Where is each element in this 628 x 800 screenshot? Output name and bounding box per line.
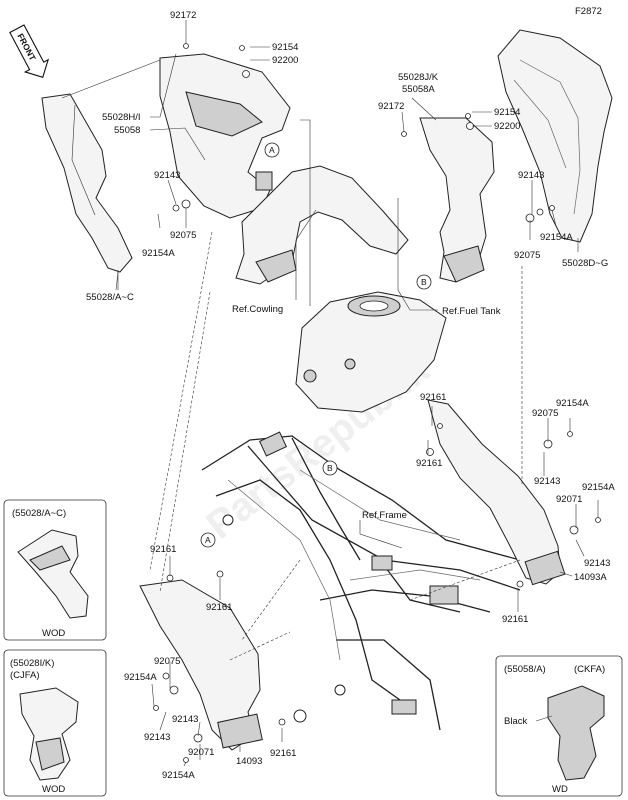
svg-text:WOD: WOD	[42, 784, 65, 795]
callout-92172-right[interactable]: 92172	[378, 101, 404, 112]
callout-92161-d[interactable]: 92161	[150, 544, 176, 555]
side-cover-right[interactable]	[497, 29, 613, 243]
ref-marker-a-top: A	[264, 142, 280, 158]
callout-92154a-bottom2[interactable]: 92154A	[162, 770, 195, 781]
callout-92154a-left[interactable]: 92154A	[142, 248, 175, 259]
callout-55028hi[interactable]: 55028H/I	[102, 112, 141, 123]
callout-92161-c[interactable]: 92161	[502, 614, 528, 625]
callout-92172[interactable]: 92172	[170, 10, 196, 21]
callout-92075-right[interactable]: 92075	[514, 250, 540, 261]
svg-text:WOD: WOD	[42, 628, 65, 639]
callout-14093[interactable]: 14093	[236, 756, 262, 767]
svg-text:B: B	[327, 463, 333, 473]
svg-text:WD: WD	[552, 784, 568, 795]
callout-92075-mid[interactable]: 92075	[532, 408, 558, 419]
callout-55028dg[interactable]: 55028D~G	[562, 258, 608, 269]
callout-55058[interactable]: 55058	[114, 125, 140, 136]
svg-text:(CKFA): (CKFA)	[574, 664, 605, 675]
leader-lines	[61, 20, 599, 767]
callout-92154a-mid[interactable]: 92154A	[556, 398, 589, 409]
front-arrow-icon: FRONT	[9, 24, 50, 79]
ref-fuel-tank-label[interactable]: Ref.Fuel Tank	[442, 306, 501, 317]
inset-right-bottom: (55058/A) (CKFA) Black WD	[495, 655, 623, 797]
motorcycle-frame	[201, 431, 541, 731]
callout-92161-b[interactable]: 92161	[416, 458, 442, 469]
inset-side-cover-icon	[17, 529, 89, 619]
callout-92200-right[interactable]: 92200	[494, 121, 520, 132]
bracket-14093a[interactable]	[524, 550, 566, 586]
svg-text:(55058/A): (55058/A)	[504, 664, 546, 675]
callout-92075-bottom[interactable]: 92075	[154, 656, 180, 667]
callout-92154[interactable]: 92154	[272, 42, 298, 53]
svg-text:(55028/A~C): (55028/A~C)	[12, 508, 66, 519]
svg-text:B: B	[421, 277, 427, 287]
fuel-tank[interactable]	[295, 291, 447, 413]
inset-black-cover-icon	[547, 685, 605, 781]
callout-55028jk[interactable]: 55028J/K	[398, 72, 439, 83]
callout-92071-mid[interactable]: 92071	[556, 494, 582, 505]
ref-marker-a-mid: A	[200, 532, 216, 548]
callout-55028ac[interactable]: 55028/A~C	[86, 292, 134, 303]
callout-92154a-bottom[interactable]: 92154A	[124, 672, 157, 683]
inset-left-top: (55028/A~C) WOD	[3, 499, 107, 641]
callout-55058a[interactable]: 55058A	[402, 84, 435, 95]
callout-92143-bottom2[interactable]: 92143	[144, 732, 170, 743]
bracket-14093[interactable]	[217, 713, 263, 749]
callout-92161-e[interactable]: 92161	[206, 602, 232, 613]
ref-cowling-label[interactable]: Ref.Cowling	[232, 304, 283, 315]
part-callouts: 92172 92154 92200 55028H/I 55058 92143 9…	[86, 10, 615, 781]
svg-text:Black: Black	[504, 716, 527, 727]
inset-left-bottom: (55028I/K) (CJFA) WOD	[3, 649, 107, 797]
callout-92154-right[interactable]: 92154	[494, 107, 520, 118]
callout-92200[interactable]: 92200	[272, 55, 298, 66]
side-cover-left[interactable]	[41, 93, 133, 273]
callout-92143-left[interactable]: 92143	[154, 170, 180, 181]
callout-92143-mid2[interactable]: 92143	[584, 558, 610, 569]
lower-cover-right[interactable]	[427, 399, 561, 585]
ref-marker-b-top: B	[416, 274, 432, 290]
callout-14093a[interactable]: 14093A	[574, 572, 607, 583]
callout-92075-left[interactable]: 92075	[170, 230, 196, 241]
callout-92161-f[interactable]: 92161	[270, 748, 296, 759]
svg-text:A: A	[269, 145, 275, 155]
callout-92143-bottom[interactable]: 92143	[172, 714, 198, 725]
callout-92143-right[interactable]: 92143	[518, 170, 544, 181]
callout-92071-bottom[interactable]: 92071	[188, 747, 214, 758]
callout-92161-a[interactable]: 92161	[420, 392, 446, 403]
svg-text:(55028I/K): (55028I/K)	[10, 658, 54, 669]
callout-92154a-mid2[interactable]: 92154A	[582, 482, 615, 493]
figure-code: F2872	[575, 6, 602, 17]
svg-text:(CJFA): (CJFA)	[10, 670, 40, 681]
ref-marker-b-mid: B	[322, 460, 338, 476]
svg-text:A: A	[205, 535, 211, 545]
callout-92154a-right[interactable]: 92154A	[540, 232, 573, 243]
ref-frame-label[interactable]: Ref.Frame	[362, 510, 407, 521]
callout-92143-mid[interactable]: 92143	[534, 476, 560, 487]
